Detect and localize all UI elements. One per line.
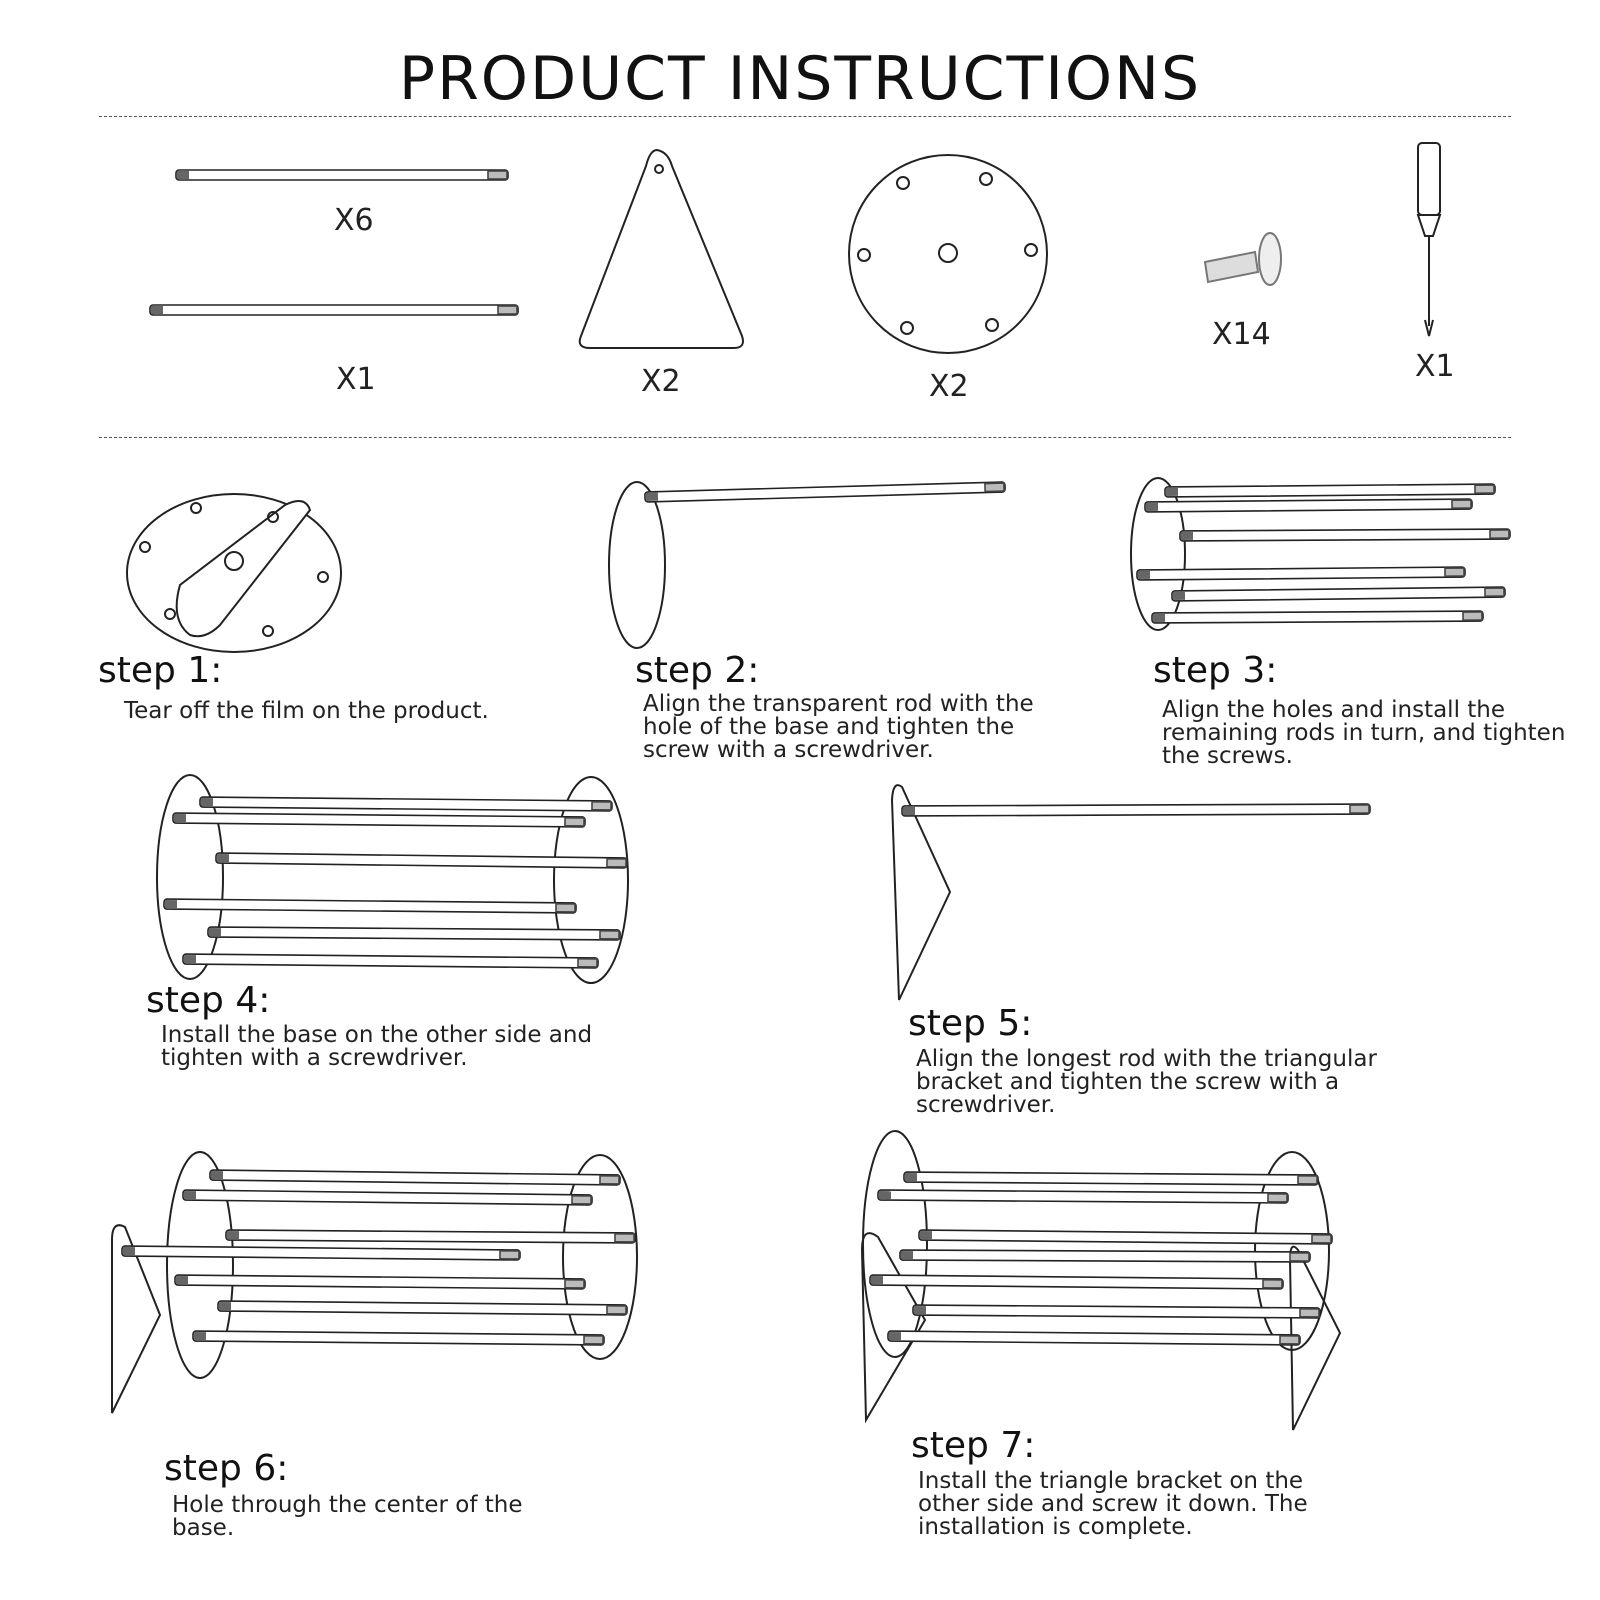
triangle-qty: X2: [641, 364, 681, 399]
step-1-heading: step 1:: [98, 650, 223, 691]
rod: [912, 1304, 1321, 1319]
base-holes: [857, 172, 1038, 335]
rod: [175, 169, 509, 181]
rod: [215, 852, 628, 869]
screw-part: [1203, 232, 1282, 286]
step3-base: [1130, 477, 1186, 631]
step-5-description: Align the longest rod with the triangula…: [916, 1048, 1377, 1117]
rod: [877, 1189, 1289, 1204]
rod: [901, 803, 1371, 817]
step4-right-base: [553, 776, 629, 984]
step1-illustration: [126, 493, 342, 653]
rod: [149, 304, 519, 316]
rod: [192, 1330, 605, 1346]
step-5-heading: step 5:: [908, 1003, 1033, 1044]
rod: [207, 926, 621, 941]
rod: [644, 481, 1006, 503]
rod: [121, 1245, 521, 1261]
rod: [172, 812, 586, 828]
screw-qty: X14: [1212, 317, 1271, 352]
page-title: PRODUCT INSTRUCTIONS: [398, 44, 1202, 114]
divider-middle: [99, 437, 1511, 438]
rod: [182, 953, 599, 969]
description-line: hole of the base and tighten the: [643, 714, 1015, 740]
step-6-heading: step 6:: [164, 1448, 289, 1489]
base-qty: X2: [929, 369, 969, 404]
screwdriver-part: [1416, 142, 1442, 337]
triangle-bracket-part: [578, 148, 744, 349]
rod: [903, 1171, 1319, 1186]
rod: [1171, 586, 1506, 602]
step-3-heading: step 3:: [1153, 650, 1278, 691]
rod: [1179, 528, 1511, 542]
description-line: tighten with a screwdriver.: [161, 1045, 468, 1071]
step4-left-base: [156, 774, 224, 980]
description-line: remaining rods in turn, and tighten: [1162, 720, 1566, 746]
screwdriver-qty: X1: [1415, 349, 1455, 384]
rod: [899, 1249, 1311, 1263]
rod: [1164, 483, 1496, 498]
rod: [1136, 566, 1466, 581]
rod: [163, 898, 577, 914]
description-line: Align the longest rod with the triangula…: [916, 1046, 1377, 1072]
description-line: the screws.: [1162, 743, 1293, 769]
round-base-part: [848, 154, 1048, 354]
description-line: bracket and tighten the screw with a: [916, 1069, 1340, 1095]
rods: [121, 169, 1511, 1346]
description-line: Install the base on the other side and: [161, 1022, 593, 1048]
rod: [199, 796, 613, 812]
description-line: base.: [172, 1515, 235, 1541]
description-line: Install the triangle bracket on the: [918, 1468, 1304, 1494]
description-line: installation is complete.: [918, 1514, 1193, 1540]
step-4-heading: step 4:: [146, 980, 271, 1021]
step6-bracket: [111, 1224, 162, 1414]
rod: [1144, 498, 1473, 513]
description-line: screwdriver.: [916, 1092, 1056, 1118]
description-line: Hole through the center of the: [172, 1492, 523, 1518]
divider-top: [99, 116, 1511, 117]
step6-right-base: [562, 1154, 638, 1360]
rod: [225, 1229, 636, 1244]
description-line: Align the transparent rod with the: [643, 691, 1034, 717]
step-2-heading: step 2:: [635, 650, 760, 691]
description-line: other side and screw it down. The: [918, 1491, 1308, 1517]
rod: [217, 1300, 628, 1316]
description-line: screw with a screwdriver.: [643, 737, 934, 763]
step7-left-base: [862, 1130, 928, 1358]
step7-left-bracket: [860, 1232, 927, 1424]
step-7-heading: step 7:: [911, 1425, 1036, 1466]
step2-base: [608, 481, 666, 649]
rod: [182, 1189, 593, 1206]
step5-bracket: [890, 784, 952, 1001]
rod: [887, 1330, 1301, 1346]
description-line: Align the holes and install the: [1162, 697, 1506, 723]
step7-right-bracket: [1288, 1245, 1342, 1431]
rod: [1151, 610, 1484, 624]
rod: [174, 1274, 586, 1290]
rod: [918, 1229, 1333, 1245]
rod: [869, 1274, 1284, 1290]
long-rod-qty: X1: [336, 362, 376, 397]
short-rod-qty: X6: [334, 203, 374, 238]
step-1-description: Tear off the film on the product.: [124, 700, 489, 723]
step6-left-base: [166, 1151, 234, 1379]
description-line: Tear off the film on the product.: [124, 698, 489, 724]
rod: [209, 1169, 621, 1186]
